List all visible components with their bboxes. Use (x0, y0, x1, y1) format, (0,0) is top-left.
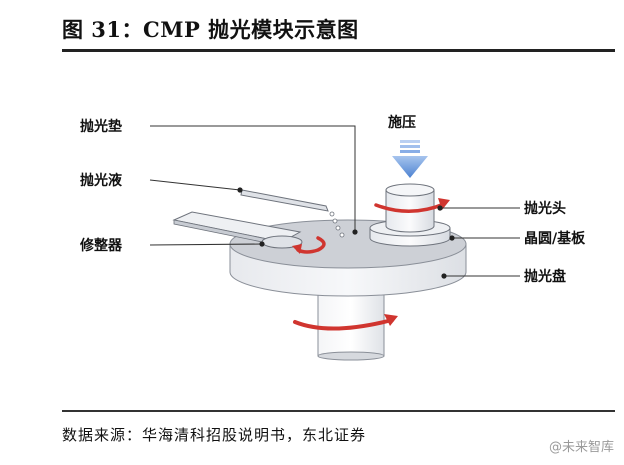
figure-source: 数据来源：华海清科招股说明书，东北证券 (62, 426, 367, 444)
label-polishing-platen: 抛光盘 (524, 268, 566, 285)
slurry-nozzle (240, 189, 345, 238)
figure-title: 图 31：CMP 抛光模块示意图 (62, 17, 359, 42)
conditioner-rotation-arrowhead (292, 244, 302, 254)
platen-rotation-arrow (293, 318, 394, 331)
label-slurry: 抛光液 (80, 172, 123, 189)
label-conditioner: 修整器 (79, 237, 123, 254)
title-divider (62, 49, 615, 52)
pressure-arrow-icon (392, 140, 428, 178)
label-polishing-head: 抛光头 (524, 200, 566, 217)
leader-lines (149, 125, 520, 277)
platen-rotation-arrowhead (384, 314, 398, 326)
conditioner-rotation-arrow (296, 236, 326, 254)
head-rotation-arrow (374, 202, 446, 213)
source-divider (62, 410, 615, 412)
pad-conditioner (172, 211, 303, 249)
label-polishing-pad: 抛光垫 (80, 118, 122, 135)
watermark: @未来智库 (548, 440, 614, 455)
label-wafer-substrate: 晶圆/基板 (524, 230, 586, 247)
leader-dots (237, 187, 455, 279)
label-pressure: 施压 (388, 114, 416, 131)
